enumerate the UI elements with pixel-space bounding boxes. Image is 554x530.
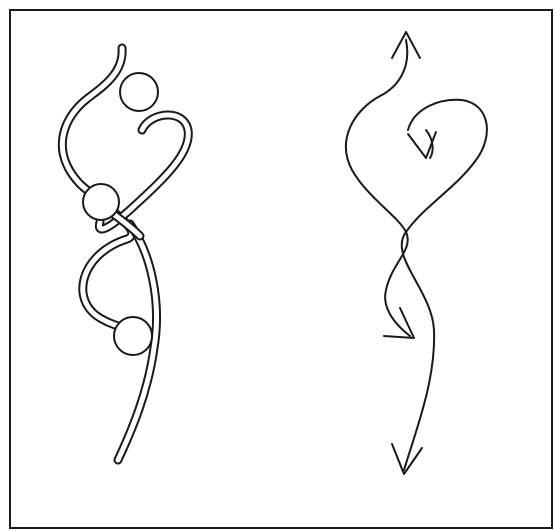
circle-top xyxy=(120,73,158,111)
arrow-strand-1 xyxy=(346,40,410,336)
circle-middle xyxy=(83,184,119,220)
ribbon-strand-b xyxy=(99,115,188,460)
arrow-knot-figure xyxy=(346,32,487,474)
circle-bottom xyxy=(114,317,152,355)
arrow-strand-2 xyxy=(402,100,487,470)
ribbon-knot-figure xyxy=(62,48,188,460)
